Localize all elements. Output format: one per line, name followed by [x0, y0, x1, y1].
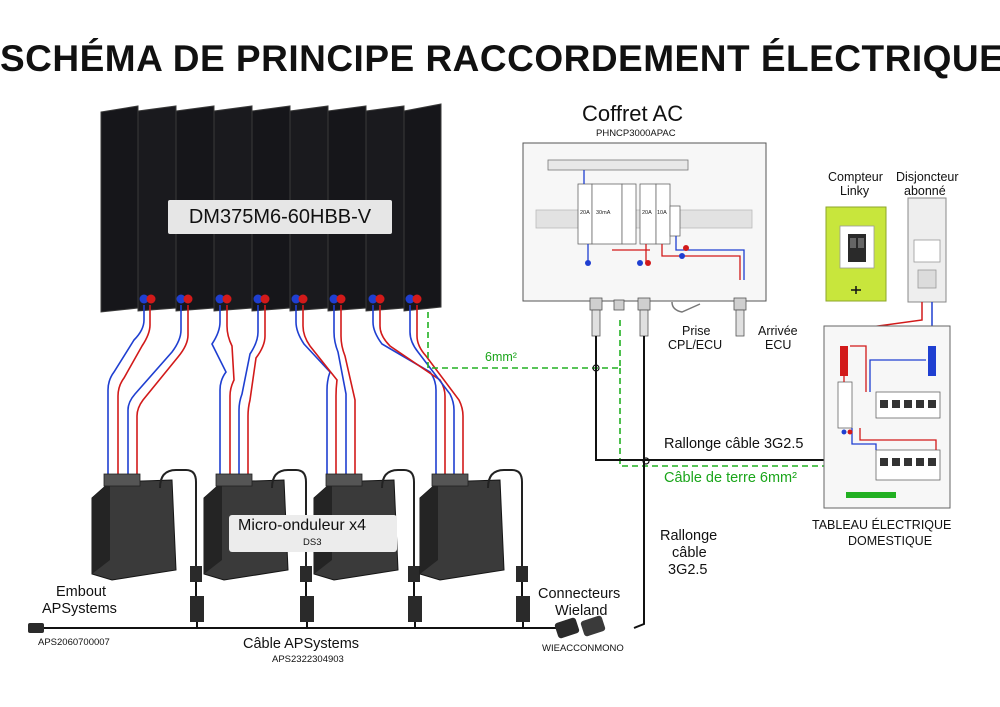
- connecteurs-label-wieland: Wieland: [555, 603, 608, 619]
- terminal-pair: [215, 294, 232, 304]
- embout-label-apsystems: APSystems: [42, 601, 117, 617]
- inverter-label: Micro-onduleur x4: [238, 517, 367, 534]
- disjoncteur-abonne: [907, 197, 947, 303]
- coffret-wiring: [583, 170, 745, 280]
- micro-inverter: [419, 469, 528, 582]
- drop-cables: [195, 582, 524, 628]
- cable-gland: [589, 297, 603, 337]
- cable-gland: [733, 297, 747, 337]
- micro-inverter: [91, 469, 202, 582]
- ac-cabling: [42, 336, 834, 629]
- connecteurs-reference: WIEACCONMONO: [542, 643, 624, 654]
- aps-t-connector: [300, 596, 314, 622]
- solar-panel: [403, 103, 442, 312]
- relay-module: [669, 205, 681, 237]
- coffret-title: Coffret AC: [582, 101, 684, 126]
- rallonge-vertical-label: Rallonge: [660, 528, 718, 544]
- tableau-label: TABLEAU ÉLECTRIQUE: [812, 518, 952, 532]
- tableau-label-domestique: DOMESTIQUE: [848, 534, 933, 548]
- aps-t-connector: [190, 596, 204, 622]
- breaker-label: 20A: [580, 210, 590, 216]
- embout-reference: APS2060700007: [38, 637, 110, 648]
- tableau-electrique: [823, 325, 951, 509]
- dc-wiring: [107, 305, 464, 478]
- wieland-connectors: [554, 615, 606, 639]
- ground-wire-label: 6mm²: [485, 350, 517, 364]
- rallonge-cable-label: Rallonge câble 3G2.5: [664, 436, 804, 452]
- panel-terminals: [139, 294, 422, 304]
- disjoncteur-label: Disjoncteur: [896, 170, 959, 184]
- inverter-label-box: Micro-onduleur x4 DS3: [229, 515, 397, 552]
- inverter-model: DS3: [303, 537, 322, 548]
- terminal-pair: [291, 294, 308, 304]
- cable-terre-label: Câble de terre 6mm²: [664, 470, 797, 486]
- breaker-label: 30mA: [596, 210, 611, 216]
- disjoncteur-label-abonne: abonné: [904, 184, 946, 198]
- cable-aps-label: Câble APSystems: [243, 636, 360, 652]
- embout-label: Embout: [56, 584, 106, 600]
- terminal-pair: [329, 294, 346, 304]
- breaker-module: [621, 183, 637, 245]
- aps-t-connector: [516, 596, 530, 622]
- terminal-strip: [547, 159, 689, 171]
- compteur-linky: [825, 206, 887, 302]
- cable-gland: [613, 299, 625, 311]
- terminal-pair: [176, 294, 193, 304]
- terminal-pair: [405, 294, 422, 304]
- compteur-label: Compteur: [828, 170, 883, 184]
- coffret-reference: PHNCP3000APAC: [596, 128, 676, 139]
- prise-label: Prise: [682, 324, 711, 338]
- terminal-pair: [253, 294, 270, 304]
- panel-model-label: DM375M6-60HBB-V: [168, 200, 392, 234]
- arrivee-label-ecu: ECU: [765, 338, 792, 352]
- page-title: SCHÉMA DE PRINCIPE RACCORDEMENT ÉLECTRIQ…: [0, 38, 1000, 79]
- terminal-pair: [139, 294, 156, 304]
- earth-bar: [846, 492, 896, 498]
- aps-t-connector: [408, 596, 422, 622]
- breaker-label: 10A: [657, 210, 667, 216]
- compteur-label-linky: Linky: [840, 184, 870, 198]
- rallonge-vertical-label-cable: câble: [672, 545, 707, 561]
- arrivee-label: Arrivée: [758, 324, 798, 338]
- cable-gland: [637, 297, 651, 337]
- coffret-ac: 20A 30mA 20A 10A: [522, 142, 767, 337]
- rcd-module: [591, 183, 623, 245]
- junction-dot: [592, 364, 600, 372]
- aps-cable-connectors: [190, 596, 530, 622]
- terminal-pair: [368, 294, 385, 304]
- breaker-label: 20A: [642, 210, 652, 216]
- solar-panel: [100, 105, 139, 313]
- cpl-plug-cable: [671, 301, 701, 313]
- connecteurs-label: Connecteurs: [538, 586, 621, 602]
- embout-cap: [28, 623, 44, 633]
- rallonge-vertical-label-size: 3G2.5: [668, 562, 708, 578]
- cable-aps-reference: APS2322304903: [272, 654, 344, 665]
- junction-dot: [642, 457, 650, 465]
- prise-label-cpl: CPL/ECU: [668, 338, 723, 352]
